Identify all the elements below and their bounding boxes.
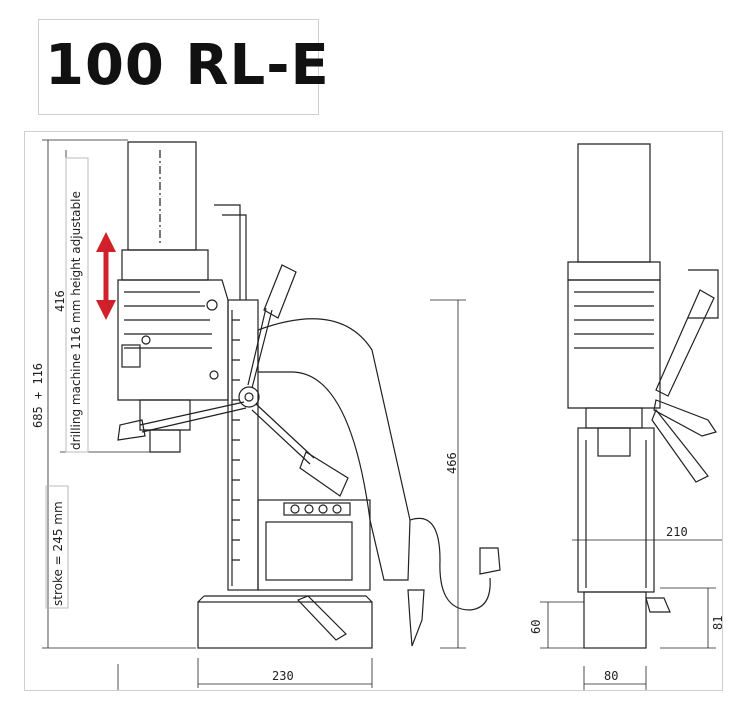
drill-height-dim: 416 (53, 290, 67, 312)
base-width-dim: 230 (272, 669, 294, 683)
frame-height-dim: 466 (445, 452, 459, 474)
base-height-left-dim: 60 (529, 620, 543, 634)
height-adjust-arrow (96, 232, 116, 320)
front-dimension-lines (42, 139, 466, 690)
height-adjust-label: drilling machine 116 mm height adjustabl… (69, 191, 83, 450)
side-width-dim: 210 (666, 525, 688, 539)
side-dimension-lines (540, 539, 722, 690)
base-height-right-dim: 81 (711, 616, 725, 630)
total-height-dim: 685 + 116 (31, 363, 45, 428)
stroke-label: stroke = 245 mm (51, 501, 65, 606)
front-view (117, 141, 501, 649)
model-title: 100 RL-E (45, 33, 330, 98)
side-view (567, 143, 719, 649)
height-adjust-label-box (65, 157, 89, 453)
side-base-width-dim: 80 (604, 669, 618, 683)
model-title-box: 100 RL-E (38, 19, 329, 115)
stroke-label-box (45, 485, 69, 609)
